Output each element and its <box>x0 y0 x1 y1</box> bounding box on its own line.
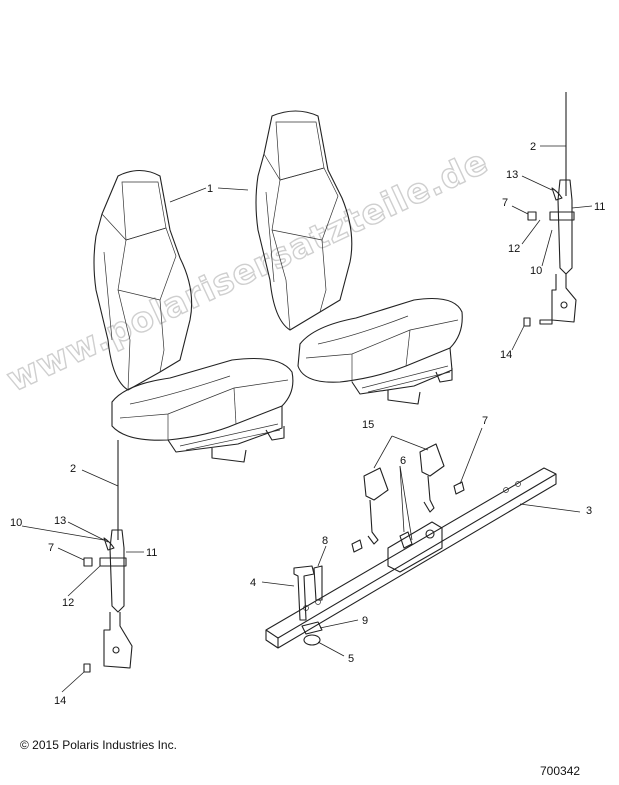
callout-13-right: 13 <box>506 169 518 181</box>
callout-11-right: 11 <box>594 201 605 213</box>
callout-13-left: 13 <box>54 515 66 527</box>
leader-lines <box>21 145 593 693</box>
callout-9: 9 <box>362 615 368 627</box>
copyright-text: © 2015 Polaris Industries Inc. <box>20 738 177 752</box>
callout-15: 15 <box>362 419 374 431</box>
callout-3: 3 <box>586 505 592 517</box>
callout-7-right: 7 <box>502 197 508 209</box>
callout-10-right: 10 <box>530 265 542 277</box>
callout-12-right: 12 <box>508 243 520 255</box>
callout-11-left: 11 <box>146 547 157 559</box>
callout-numbers: 1 2 13 7 11 12 10 14 2 13 10 7 11 12 14 … <box>10 141 605 707</box>
callout-12-left: 12 <box>62 597 74 609</box>
seat-right <box>255 110 463 405</box>
callout-2-right: 2 <box>530 141 536 153</box>
callout-2-left: 2 <box>70 463 76 475</box>
callout-4: 4 <box>250 577 256 589</box>
callout-7-left: 7 <box>48 542 54 554</box>
callout-14-right: 14 <box>500 349 512 361</box>
seatbelt-right <box>523 92 577 327</box>
watermark-text: www.polarisersatzteile.de <box>1 142 495 401</box>
bracket <box>387 521 443 573</box>
callout-1: 1 <box>207 183 213 195</box>
buckles <box>351 443 465 553</box>
seatbelt-left <box>83 440 133 673</box>
callout-6: 6 <box>400 455 406 467</box>
diagram-number: 700342 <box>540 764 581 778</box>
callout-7: 7 <box>482 415 488 427</box>
seat-left <box>93 169 294 463</box>
callout-10-left: 10 <box>10 517 22 529</box>
hardware-bolts <box>293 565 323 646</box>
mount-tube <box>265 467 557 649</box>
callout-5: 5 <box>348 653 354 665</box>
callout-14-left: 14 <box>54 695 66 707</box>
callout-8: 8 <box>322 535 328 547</box>
